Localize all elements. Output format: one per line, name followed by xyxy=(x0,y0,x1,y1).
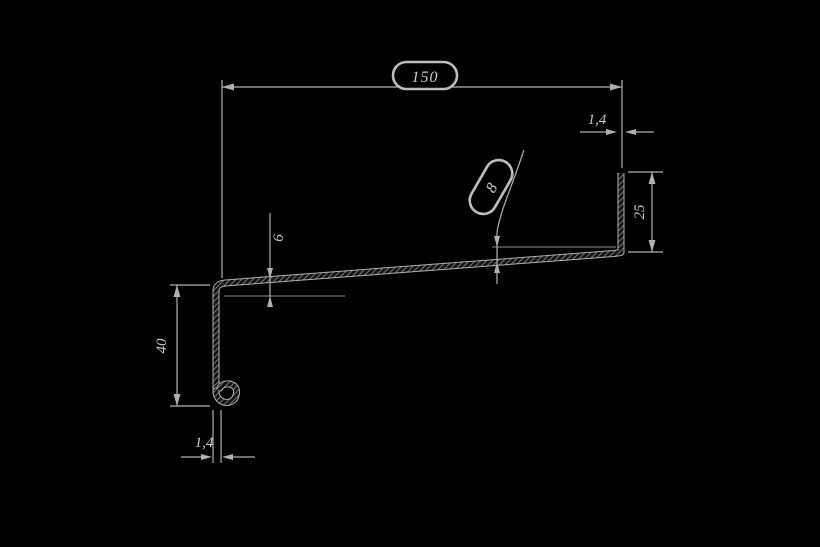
overall-width-label: 150 xyxy=(412,69,439,86)
arrowhead-step-lower xyxy=(267,296,273,307)
drip-curl-hatch xyxy=(213,381,240,405)
dimension-overall-width: 150 xyxy=(221,60,623,278)
front-step-label: 6 xyxy=(271,234,287,242)
arrowhead-slope-lower xyxy=(494,262,500,273)
arrowhead-up xyxy=(173,285,181,297)
oval-balloon-overall-width xyxy=(391,60,459,91)
arrowhead-right xyxy=(610,83,622,91)
slope-leader-line xyxy=(496,149,525,284)
dimension-slope-balloon: 8 xyxy=(468,149,525,284)
dimension-front-step: 6 xyxy=(267,213,287,307)
arrowhead-converge-right xyxy=(606,129,617,135)
arrowhead-slope-upper xyxy=(494,236,500,247)
arrowhead-converge-left xyxy=(625,129,636,135)
arrowhead-step-upper xyxy=(267,268,273,279)
dimension-sheet-thickness-bottom: 1,4 xyxy=(181,410,255,463)
arrowhead-left xyxy=(222,83,234,91)
arrowhead-down xyxy=(173,394,181,406)
dimension-sheet-thickness-top: 1,4 xyxy=(580,112,654,135)
front-height-label: 40 xyxy=(154,338,170,354)
arrowhead-converge-right xyxy=(201,454,212,460)
thickness-top-label: 1,4 xyxy=(588,112,607,128)
profile-sheet-hatch xyxy=(213,173,624,394)
thickness-bottom-label: 1,4 xyxy=(195,435,214,451)
arrowhead-down xyxy=(648,240,656,252)
oval-balloon-slope xyxy=(468,158,514,216)
upstand-height-label: 25 xyxy=(632,204,648,220)
arrowhead-converge-left xyxy=(222,454,233,460)
dimension-upstand-height: 25 xyxy=(628,171,663,253)
arrowhead-up xyxy=(648,172,656,184)
profile-cross-section xyxy=(212,173,625,406)
dimension-front-height: 40 xyxy=(154,284,210,407)
